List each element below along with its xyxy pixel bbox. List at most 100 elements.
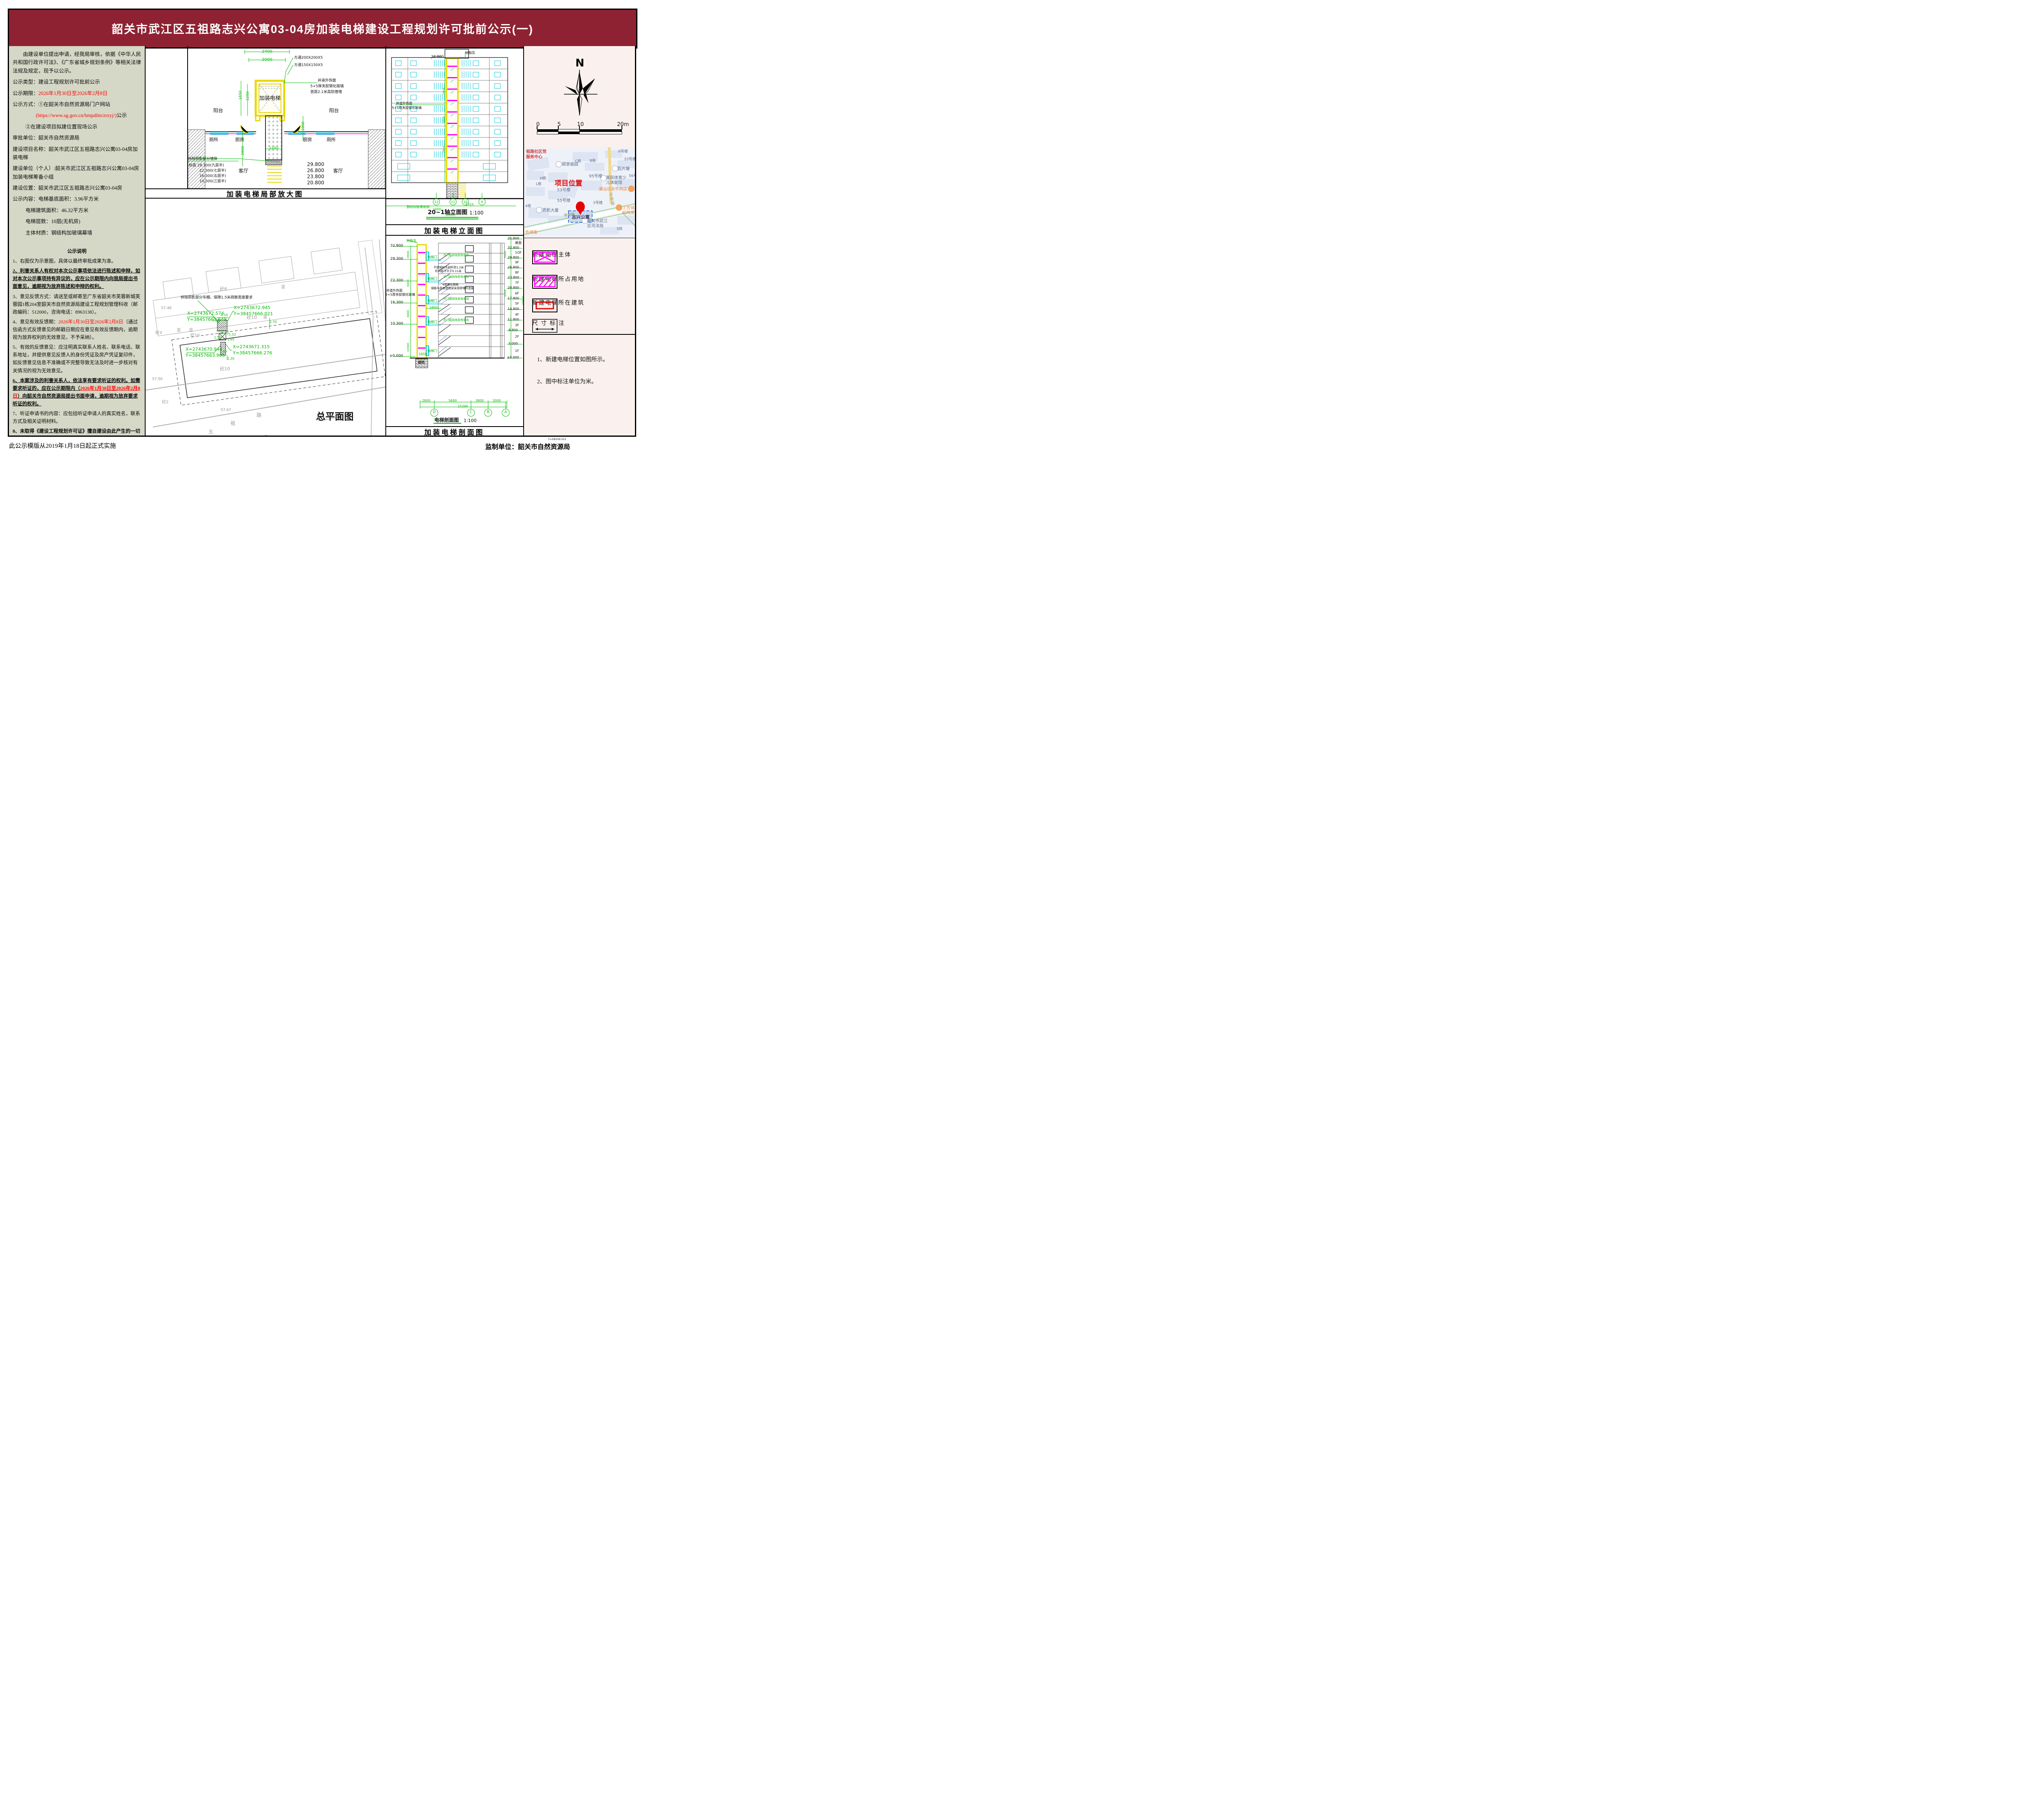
cad-label: 树脂瓦 (407, 239, 416, 243)
cad-label: 3000 (504, 251, 507, 258)
cad-label: 开门层拆除原有墙体 (443, 297, 469, 301)
cad-label: 20.800 (508, 286, 519, 290)
cad-label: 16.300(五层半) (199, 174, 226, 178)
cad-label: 厕所 (327, 137, 336, 142)
cad-label: 8F (515, 271, 519, 274)
field-value: 电梯基底面积：3.96平方米 (38, 196, 99, 202)
cad-label: 开门层拆除原有墙体 (443, 275, 469, 279)
cad-label: 32.800 (431, 55, 444, 59)
field-label: 公示内容： (13, 196, 38, 202)
cad-label: 20.800 (307, 180, 324, 186)
cad-label: 28.300 (390, 257, 403, 261)
field-value: ②在建设项目拟建位置现场公示 (25, 124, 97, 130)
field-label: 建设位置： (13, 185, 38, 191)
cad-label: 22.300(七层半) (199, 169, 226, 173)
cad-label: H栋 (540, 177, 546, 181)
cad-label: 1.52 (229, 333, 236, 336)
cad-label: ±0.000 (389, 354, 403, 358)
cad-label: 7F (515, 281, 519, 285)
footer-template-note: 此公示模版从2019年1月18日起正式实施 (9, 443, 116, 449)
field-label: 建设单位（个人）: (13, 166, 55, 172)
cad-label: 志兴公寓 (572, 215, 590, 220)
cad-label: 4500 (407, 251, 410, 258)
text-segment: （通过信函方式反馈意见的邮戳日期应在意见有效反馈期内，逾期视为放弃权利的无效意见… (13, 318, 138, 341)
cad-label: 混 (263, 315, 267, 320)
cad-label: 33号楼 (624, 157, 636, 161)
cad-label: 五 (208, 429, 214, 435)
cad-label: 55号楼 (557, 199, 571, 203)
field-value-red: 2026年1月30日至2026年2月8日 (38, 90, 108, 96)
cad-label: 53号楼 (557, 188, 571, 192)
page-title: 韶关市武江区五祖路志兴公寓03-04房加装电梯建设工程规划许可批前公示(一) (111, 23, 534, 35)
elevation-cad-graphics (385, 49, 523, 219)
divider (145, 46, 146, 437)
legend-symbol-elevator-main (532, 250, 557, 264)
cad-label: 1650 (419, 352, 427, 356)
cad-label: 焖鸡米 (622, 211, 635, 215)
cad-label: B栋 (590, 159, 596, 163)
cad-label: C (469, 410, 473, 414)
notes-panel: 1、新建电梯位置如图所示。 2、图中标注单位为米。 (523, 334, 636, 437)
cad-label: 拆除阴影部分车棚，保障1.5米疏散宽度要求 (181, 296, 253, 300)
cad-label: 50000 (445, 213, 456, 217)
note-1: 1、新建电梯位置如图所示。 (537, 357, 608, 363)
legend-coord-y: Y=58209.521 (548, 438, 566, 441)
cad-label: X=2743672.945 (234, 305, 271, 310)
cad-label: B (487, 410, 490, 414)
cad-label: 3000 (492, 399, 501, 402)
cad-label: 路 (611, 202, 615, 206)
cad-label: 23.800 (508, 276, 519, 279)
cad-label: 8.800 (509, 328, 518, 332)
cad-label: 6000 (407, 279, 410, 287)
legend-item-elevator-building: 新建电梯所在建筑 (532, 299, 584, 312)
cad-label: 厨房 (303, 137, 312, 142)
cad-label: 29.800 (307, 161, 324, 167)
cad-label: 拆除阴影部分墙体 (188, 157, 218, 161)
explanation-item-1: 1、右图仅为示意图，具体以最终审批成果为准。 (13, 258, 116, 264)
cad-label: 五 (609, 193, 613, 197)
explanation-item-5: 5、有效的反馈意见：应注明真实联系人姓名、联系电话、联系地址，并提供意见反馈人的… (13, 344, 140, 374)
cad-label: 钢板与原有建筑梁采用预埋件连接 (431, 287, 474, 290)
cad-label: 0 (536, 122, 540, 128)
map-graphics (524, 147, 636, 235)
cad-label: 1000 (301, 122, 305, 131)
legend-symbol-elevator-building (532, 299, 557, 312)
legend-panel: 新建电梯主体 新建电梯所占用地 新建电梯所在建筑 尺 寸 标 注 (523, 238, 636, 441)
cad-label: 2400 (433, 208, 441, 211)
cad-label: 1.65 (227, 338, 234, 341)
cad-label: 7.93 (212, 319, 220, 323)
cad-label: 1.20 (227, 357, 234, 360)
cad-label: 10 (577, 122, 584, 128)
cad-label: 混 (177, 328, 181, 333)
cad-label: 32.800 (390, 244, 403, 248)
cad-label: 砼4 (155, 331, 162, 335)
cad-label: 5+5厚夹胶钢化玻璃 (392, 106, 422, 110)
cad-label: 2800 (442, 88, 446, 95)
cad-label: 儿体能馆 (606, 181, 622, 185)
cad-label: 韶关市武江 (587, 219, 608, 223)
cad-label: 2800 (442, 146, 446, 153)
field-value: ①在韶关市自然资源局门户网站 (38, 101, 111, 107)
notice-text-panel: 由建设单位提出申请，经我局审核，依据《中华人民共和国行政许可法》、《广东省城乡规… (8, 46, 145, 437)
title-banner: 韶关市武江区五祖路志兴公寓03-04房加装电梯建设工程规划许可批前公示(一) (8, 9, 637, 49)
cad-label: 5+5厚夹胶钢化玻璃 (310, 84, 344, 88)
north-arrow-icon (537, 70, 622, 135)
frame-bottom (8, 436, 636, 437)
cad-label: 2800 (429, 306, 438, 310)
field-label: 公示方式： (13, 101, 38, 107)
cad-label: 95号楼 (589, 174, 602, 179)
cad-label: 不锈钢扶手栏杆高1.2米 (433, 266, 464, 269)
cad-label: 色烤鱼 (525, 230, 537, 235)
north-label: N (575, 57, 584, 69)
cad-label: 厨房 (235, 137, 244, 142)
section-cad-graphics (394, 239, 522, 424)
notice-intro: 由建设单位提出申请，经我局审核，依据《中华人民共和国行政许可法》、《广东省城乡规… (13, 51, 141, 74)
elevation-caption: 加装电梯立面图 (424, 227, 484, 235)
cad-label: 5690 (448, 399, 457, 402)
cad-label: 服务中心 (526, 155, 542, 159)
cad-label: 农机大厦 (542, 208, 559, 213)
legend-item-elevator-land: 新建电梯所占用地 (532, 275, 584, 289)
plan-caption-band: 加装电梯局部放大图 (145, 188, 385, 199)
